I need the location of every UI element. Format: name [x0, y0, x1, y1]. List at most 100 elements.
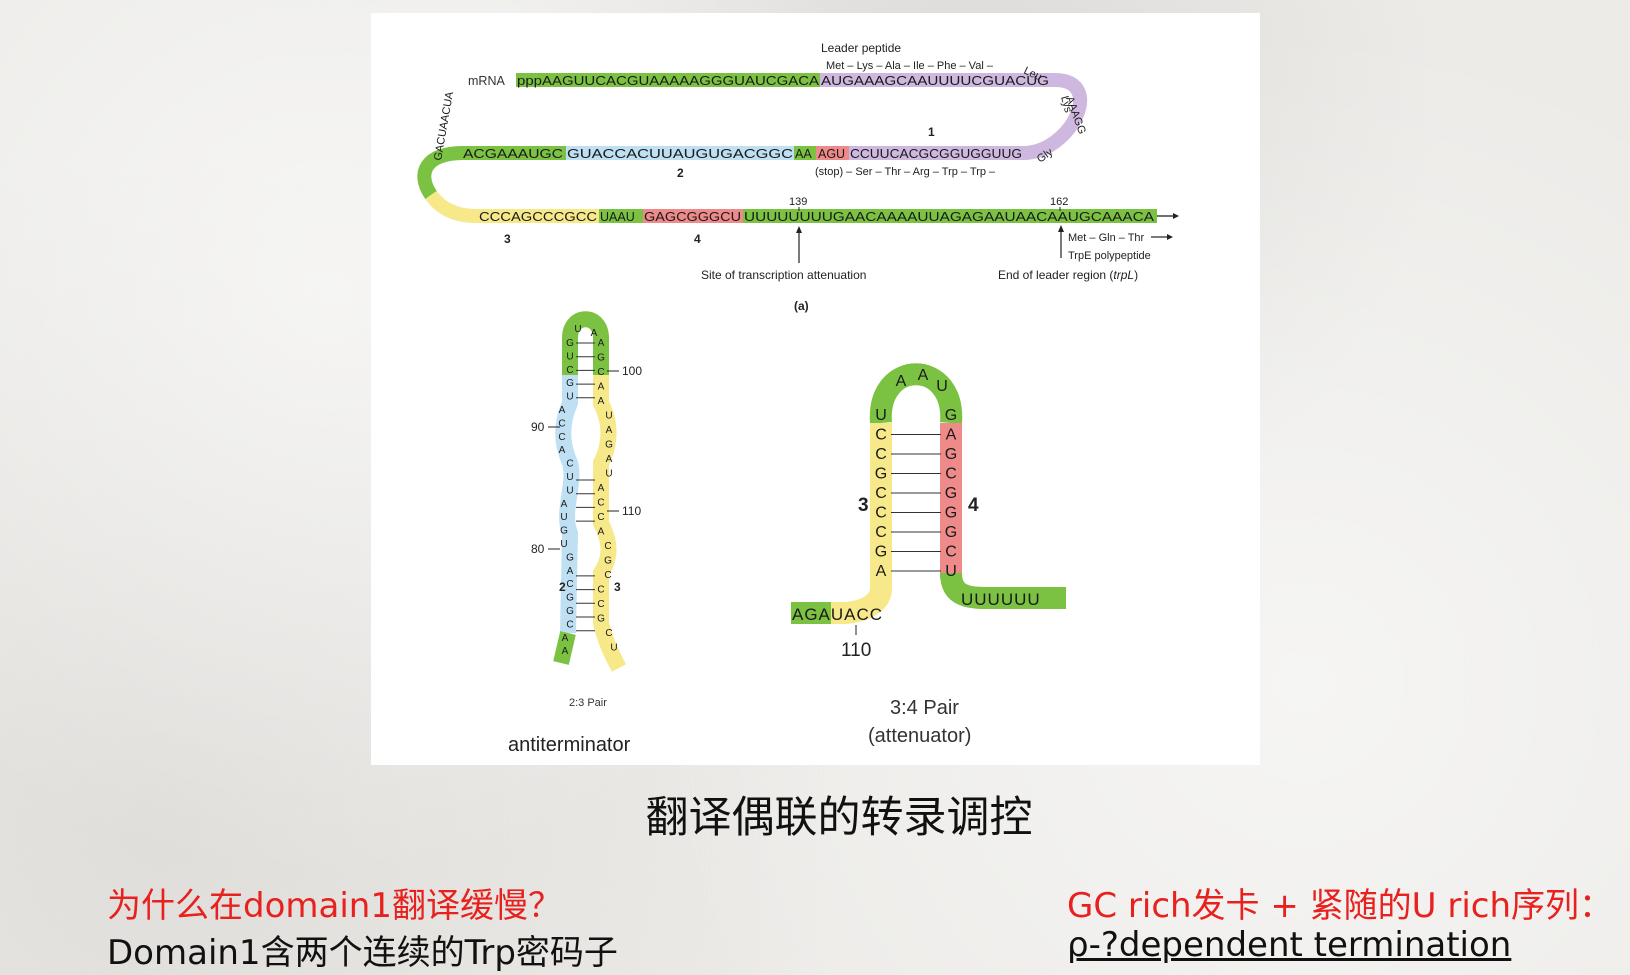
b-green-tail — [553, 631, 576, 665]
right-turn-band — [1022, 73, 1088, 160]
c-left-stem-base: C — [875, 524, 887, 541]
leader-peptide-label: Leader peptide — [821, 41, 901, 55]
row2-green-left-band — [461, 146, 566, 160]
attenuation-arrowhead — [796, 226, 802, 233]
c-tail-left: AGAUACC — [792, 605, 883, 624]
b-right-base: C — [597, 367, 604, 378]
b-pos110: 110 — [622, 504, 641, 518]
figure-panel: mRNA pppAAGUUCACGUAAAAAGGGUAUCGACA AUGAA… — [371, 13, 1260, 765]
c-left-stem-base: A — [876, 563, 887, 580]
row1-green-band — [516, 73, 820, 87]
c-right-stem-base: G — [945, 446, 957, 463]
c-left-stem-base: G — [875, 466, 887, 483]
b-left-base: C — [566, 579, 573, 590]
c-loop-base: A — [918, 367, 929, 384]
attenuator-structure — [791, 363, 1066, 624]
b-label2: 2 — [559, 580, 566, 594]
c-left-yellow — [821, 423, 892, 624]
c-pos110: 110 — [841, 640, 871, 661]
c-right-stem-base: C — [945, 544, 957, 561]
c-right-stem-base: U — [945, 563, 957, 580]
left-answer: Domain1含两个连续的Trp密码子 — [107, 933, 618, 973]
b-loop-base: U — [574, 324, 581, 335]
c-tail-right: UUUUUU — [961, 590, 1041, 609]
b-left-base: U — [560, 512, 567, 523]
b-pos90: 90 — [531, 420, 545, 434]
c-loop-base: A — [896, 373, 907, 390]
b-right-base: C — [597, 512, 604, 523]
c-left-stem-base: C — [875, 427, 887, 444]
b-right-base: A — [598, 382, 605, 393]
region3-label: 3 — [504, 232, 511, 246]
panel-a-label: (a) — [794, 299, 809, 313]
b-left-base: G — [560, 526, 568, 537]
row2-green-aa-band — [794, 146, 816, 160]
row2-purple-band — [849, 146, 1025, 160]
trpE-arrowhead-up — [1058, 225, 1064, 232]
c-right-stem-base: G — [945, 485, 957, 502]
b-caption: antiterminator — [508, 734, 631, 756]
b-right-base: U — [610, 643, 617, 654]
c-left-stem-base: C — [875, 446, 887, 463]
b-right-base: C — [597, 599, 604, 610]
mrna-label: mRNA — [468, 74, 505, 88]
b-left-base: A — [561, 499, 568, 510]
b-left-base: U — [566, 392, 573, 403]
row3-red-seq: GAGCGGGCU — [644, 210, 741, 224]
c-loop-green — [869, 363, 963, 424]
row2-green-left-seq: ACGAAAUGC — [463, 147, 563, 161]
row2-peptide: (stop) – Ser – Thr – Arg – Trp – Trp – — [815, 166, 996, 178]
b-right-base: G — [604, 556, 612, 567]
c-right-stem-base: A — [946, 427, 957, 444]
c-right-green-tail — [940, 572, 1066, 609]
b-left-base: C — [558, 418, 565, 429]
left-turn-band-yellow — [425, 190, 477, 223]
b-left-base: A — [562, 646, 569, 657]
b-right-base: C — [597, 498, 604, 509]
right-answer: ρ-?dependent termination — [1067, 925, 1512, 965]
region4-label: 4 — [694, 232, 701, 246]
b-right-base: A — [598, 483, 605, 494]
b-right-base: A — [606, 425, 613, 436]
c-left-stem-base: G — [875, 544, 887, 561]
b-right-base: A — [606, 454, 613, 465]
b-right-base: A — [598, 338, 605, 349]
b-loop-green — [562, 311, 609, 375]
c-pair-label: 3:4 Pair — [890, 697, 959, 719]
c-left-stem-base: C — [875, 505, 887, 522]
row2-blue-band — [566, 146, 794, 160]
end-leader-label: End of leader region (trpL) — [998, 268, 1138, 282]
region2-label: 2 — [677, 166, 684, 180]
row2-blue-seq: GUACCACUUAUGUGACGGC — [567, 147, 793, 161]
c-right-stem-base: G — [945, 524, 957, 541]
b-label3: 3 — [614, 580, 621, 594]
row1-purple-seq: AUGAAAGCAAUUUUCGUACUG — [821, 74, 1049, 88]
c-loop-base: U — [936, 378, 948, 395]
b-right-yellow — [593, 375, 627, 672]
antiterminator-structure — [553, 311, 627, 672]
b-right-base: G — [597, 353, 605, 364]
b-left-base: A — [567, 566, 574, 577]
b-left-base: G — [566, 606, 574, 617]
b-right-base: C — [604, 541, 611, 552]
pos139-label: 139 — [789, 196, 807, 208]
b-left-base: U — [560, 539, 567, 550]
c-label4: 4 — [968, 495, 979, 516]
b-left-base: C — [566, 365, 573, 376]
region1-label: 1 — [928, 125, 935, 139]
b-left-base: G — [566, 378, 574, 389]
c-label3: 3 — [858, 495, 869, 516]
row2-green-aa-seq: AA — [795, 147, 812, 161]
row3-green-uaau-band — [599, 209, 643, 223]
row1-purple-band — [820, 73, 1055, 87]
b-right-base: G — [605, 440, 613, 451]
b-left-base: U — [566, 351, 573, 362]
row3-green-tail-band — [743, 209, 1157, 223]
b-right-base: C — [597, 585, 604, 596]
lys-label: Lys — [1058, 95, 1074, 115]
row3-yellow-seq: CCCAGCCCGCC — [479, 210, 597, 224]
b-left-base: A — [559, 445, 566, 456]
b-left-base: A — [559, 405, 566, 416]
b-left-base: C — [566, 619, 573, 630]
c-right-stem-base: C — [945, 466, 957, 483]
